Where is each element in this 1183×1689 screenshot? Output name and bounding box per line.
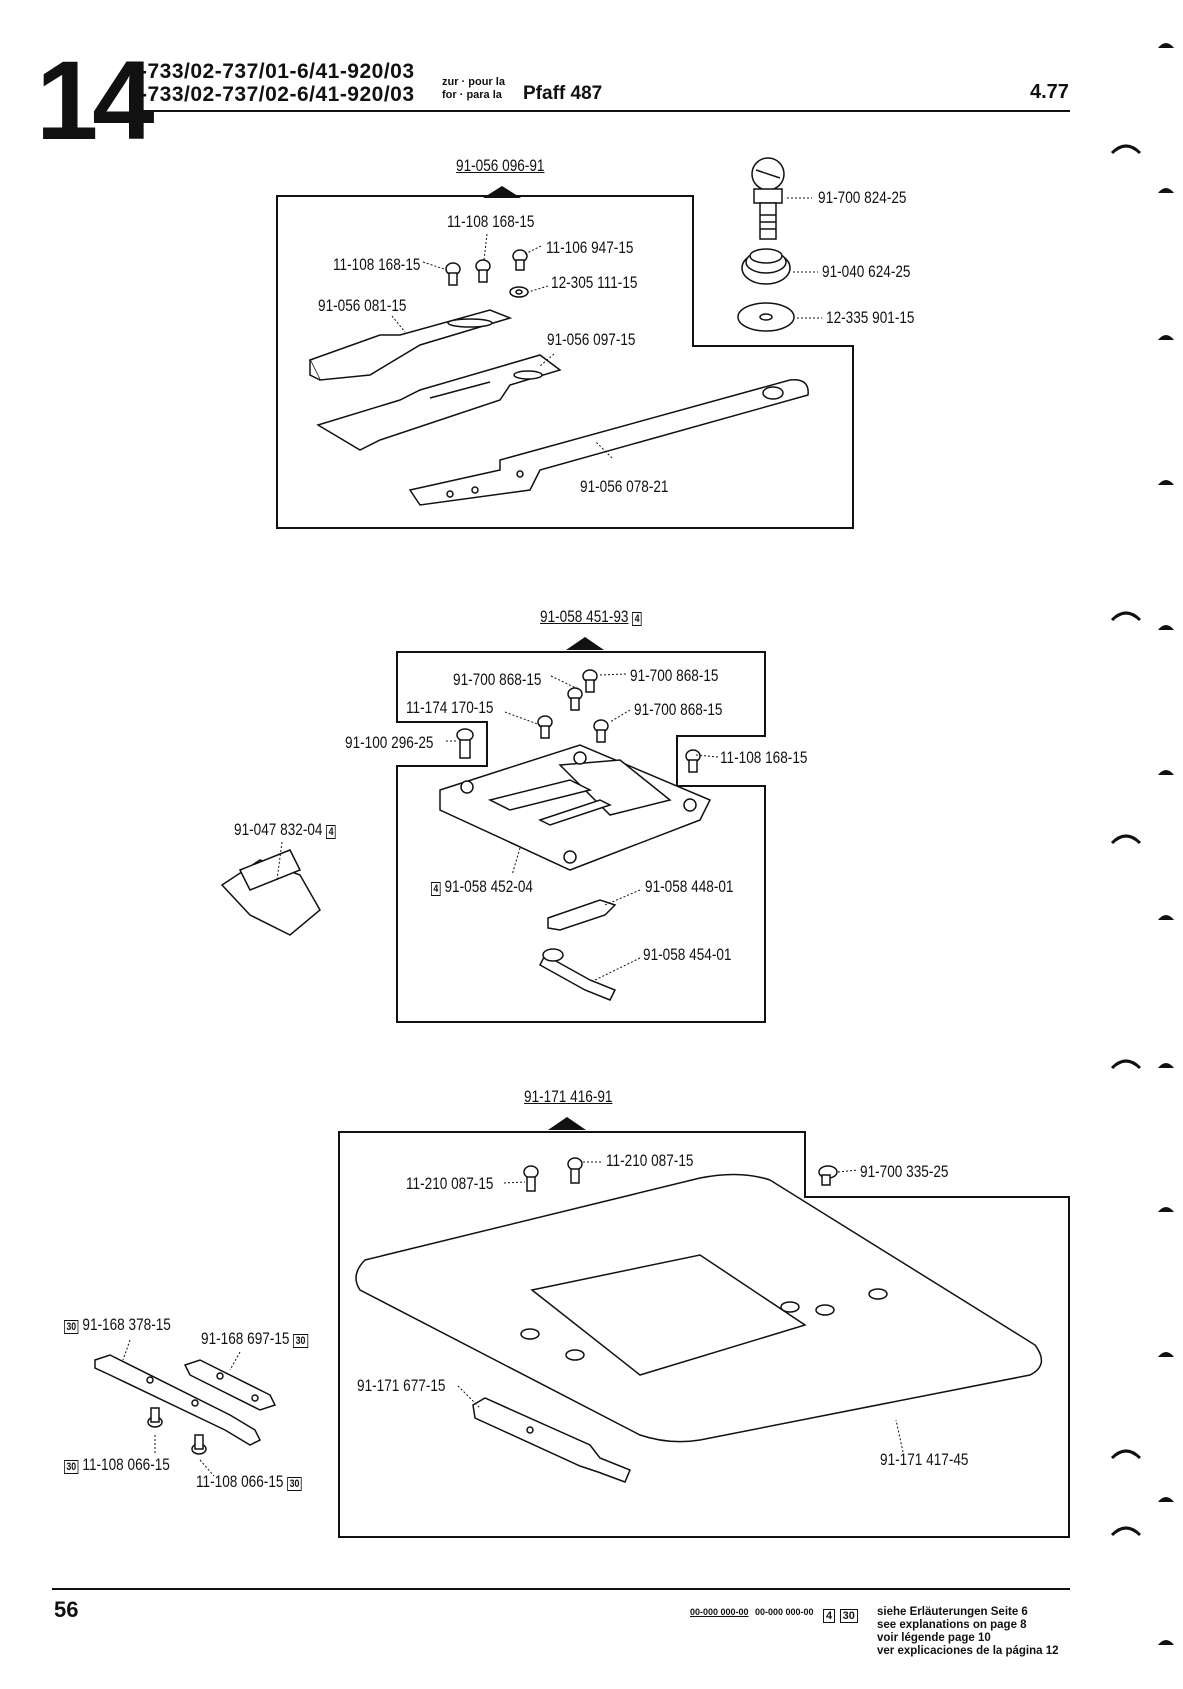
part-number: 91-040 624-25 [822, 262, 911, 281]
leader-lines [122, 197, 904, 1477]
part-number: 91-700 868-15 [634, 700, 723, 719]
part-number: 11-108 168-15 [333, 255, 421, 274]
part-number: 91-056 097-15 [547, 330, 636, 349]
marker-30: 30 [64, 1460, 79, 1474]
part-number: 11-108 066-15 [82, 1455, 170, 1474]
part-number-with-marker: 11-108 066-15 30 [196, 1472, 302, 1492]
part-number-with-marker: 30 11-108 066-15 [64, 1455, 170, 1475]
part-number: 91-047 832-04 [234, 820, 323, 839]
part-number: 11-108 168-15 [720, 748, 808, 767]
part-number: 91-168 378-15 [82, 1315, 171, 1334]
part-number-with-marker: 30 91-168 378-15 [64, 1315, 171, 1335]
group3-arrow [548, 1117, 586, 1130]
part-number: 11-210 087-15 [406, 1174, 494, 1193]
part-number: 11-108 168-15 [447, 212, 535, 231]
group2-arrow [566, 637, 604, 650]
legend-code: 00-000 000-00 [755, 1607, 814, 1617]
edition-date: 4.77 [1030, 81, 1069, 103]
part-number: 11-108 066-15 [196, 1472, 284, 1491]
marker-4: 4 [326, 825, 336, 839]
group3-frame [338, 1131, 1070, 1538]
part-number: 91-171 677-15 [357, 1376, 446, 1395]
header-rule [140, 110, 1070, 112]
part-number: 91-058 454-01 [643, 945, 732, 964]
marker-4: 4 [632, 612, 642, 626]
part-number: 12-305 111-15 [551, 273, 638, 292]
part-number: 91-700 824-25 [818, 188, 907, 207]
machine-model: Pfaff 487 [523, 83, 603, 104]
part-number-with-marker: 91-047 832-04 4 [234, 820, 336, 840]
model-code-line-1: -733/02-737/01-6/41-920/03 [140, 60, 415, 83]
model-code-line-2: -733/02-737/02-6/41-920/03 [140, 83, 415, 106]
for-label-line-1: zur · pour la [442, 76, 505, 88]
legend-german: siehe Erläuterungen Seite 6 [877, 1606, 1028, 1618]
part-number: 11-210 087-15 [606, 1151, 694, 1170]
marker-30: 30 [839, 1609, 858, 1623]
part-number: 11-174 170-15 [406, 698, 494, 717]
group2-part-drawings [220, 669, 712, 1001]
part-number-with-marker: 4 91-058 452-04 [431, 877, 533, 897]
part-number: 91-700 335-25 [860, 1162, 949, 1181]
for-label-line-2: for · para la [442, 89, 502, 101]
group3-assembly-number: 91-171 416-91 [524, 1087, 613, 1106]
group2-frame [396, 651, 766, 1023]
legend-markers: 4 30 [823, 1606, 858, 1624]
legend-spanish: ver explicaciones de la página 12 [877, 1645, 1059, 1657]
group2-assembly-number: 91-058 451-93 [540, 607, 629, 626]
legend-french: voir légende page 10 [877, 1632, 991, 1644]
footer-rule [52, 1588, 1070, 1590]
marker-30: 30 [287, 1477, 302, 1491]
group1-frame [276, 195, 854, 529]
group2-assembly: 91-058 451-93 4 [540, 607, 642, 627]
marker-30: 30 [64, 1320, 79, 1334]
part-number: 91-700 868-15 [630, 666, 719, 685]
margin-marks [1110, 43, 1174, 1645]
marker-4: 4 [823, 1609, 836, 1623]
part-number: 91-168 697-15 [201, 1329, 290, 1348]
part-number: 12-335 901-15 [826, 308, 915, 327]
part-number: 91-100 296-25 [345, 733, 434, 752]
group3-part-drawings [94, 1157, 1043, 1483]
legend-text: siehe Erläuterungen Seite 6 see explanat… [877, 1606, 1059, 1658]
section-number: 14 [36, 38, 155, 163]
group1-arrow [483, 186, 521, 198]
part-number: 11-106 947-15 [546, 238, 634, 257]
legend-english: see explanations on page 8 [877, 1619, 1027, 1631]
legend-code-underlined: 00-000 000-00 [690, 1607, 749, 1617]
part-number: 91-171 417-45 [880, 1450, 969, 1469]
marker-4: 4 [431, 882, 441, 896]
part-number: 91-058 452-04 [444, 877, 533, 896]
page-number: 56 [54, 1597, 79, 1622]
group1-assembly-number: 91-056 096-91 [456, 156, 545, 175]
marker-30: 30 [293, 1334, 308, 1348]
group1-part-drawings [308, 157, 809, 506]
part-number: 91-058 448-01 [645, 877, 734, 896]
part-number: 91-700 868-15 [453, 670, 542, 689]
part-number: 91-056 081-15 [318, 296, 407, 315]
part-number: 91-056 078-21 [580, 477, 669, 496]
part-number-with-marker: 91-168 697-15 30 [201, 1329, 308, 1349]
